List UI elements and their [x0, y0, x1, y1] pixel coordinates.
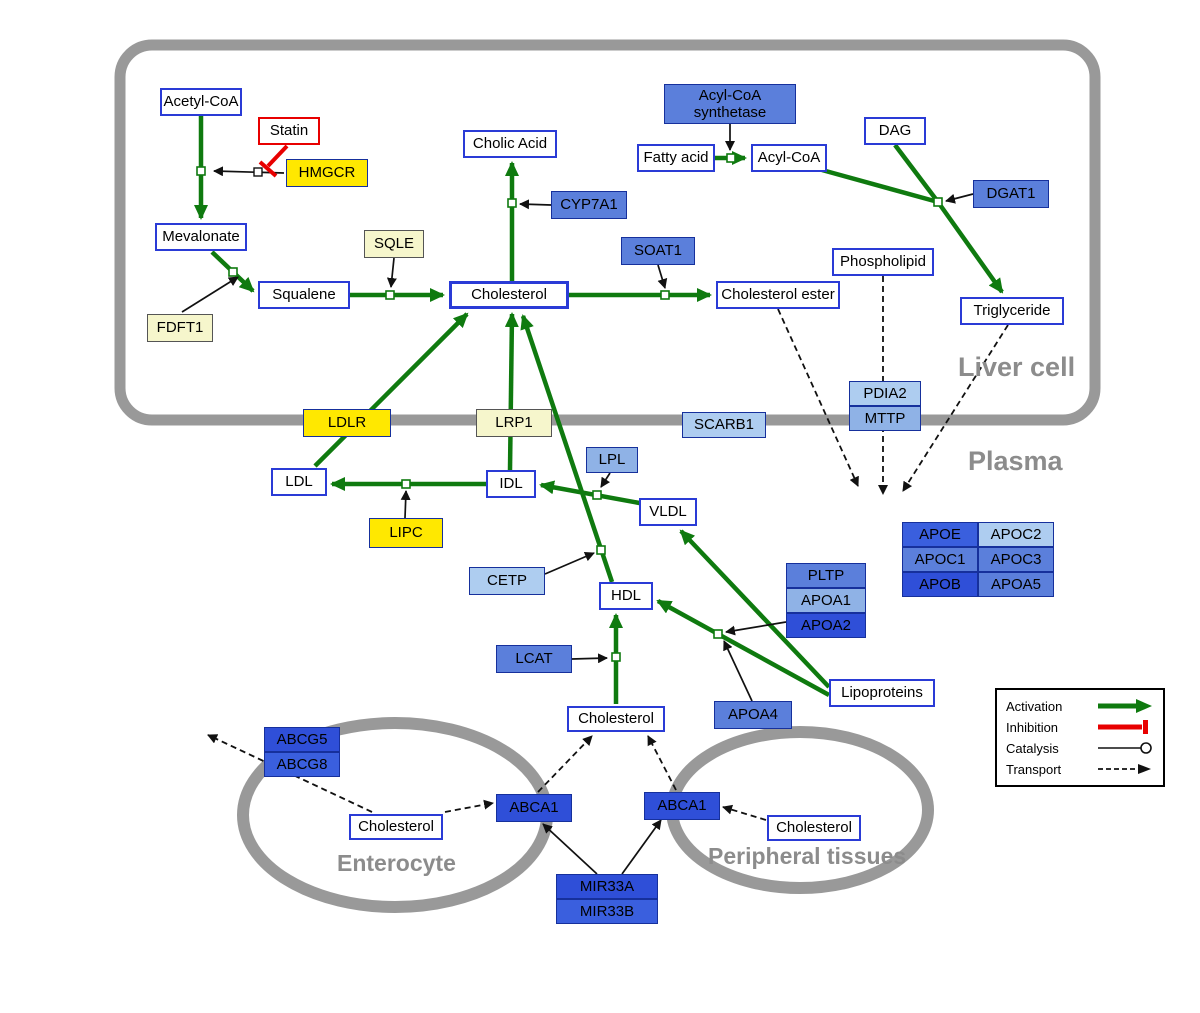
node-fdft1[interactable]: FDFT1 — [147, 314, 213, 342]
node-mir33b[interactable]: MIR33B — [556, 899, 658, 924]
legend-row-catalysis: Catalysis — [1006, 740, 1154, 756]
node-abcg8[interactable]: ABCG8 — [264, 752, 340, 777]
catalysis-anchor-node — [253, 167, 263, 177]
catalysis-circle-icon — [1098, 742, 1152, 754]
node-apoe[interactable]: APOE — [902, 522, 978, 547]
node-dgat1[interactable]: DGAT1 — [973, 180, 1049, 208]
node-statin[interactable]: Statin — [258, 117, 320, 145]
node-apoc3[interactable]: APOC3 — [978, 547, 1054, 572]
node-idl[interactable]: IDL — [486, 470, 536, 498]
node-acetyl-coa[interactable]: Acetyl-CoA — [160, 88, 242, 116]
peripheral-tissues-label: Peripheral tissues — [708, 843, 907, 869]
node-lcat[interactable]: LCAT — [496, 645, 572, 673]
node-hmgcr[interactable]: HMGCR — [286, 159, 368, 187]
node-mevalonate[interactable]: Mevalonate — [155, 223, 247, 251]
catalysis-edges — [181, 124, 974, 875]
node-cholesterol-peripheral[interactable]: Cholesterol — [767, 815, 861, 841]
node-pdia2[interactable]: PDIA2 — [849, 381, 921, 406]
node-lpl[interactable]: LPL — [586, 447, 638, 473]
liver-cell-label: Liver cell — [958, 352, 1076, 382]
transport-dashed-arrow-icon — [1098, 764, 1151, 774]
node-hdl[interactable]: HDL — [599, 582, 653, 610]
node-cholesterol-enterocyte[interactable]: Cholesterol — [349, 814, 443, 840]
node-apoa1[interactable]: APOA1 — [786, 588, 866, 613]
legend-transport-label: Transport — [1006, 761, 1062, 777]
node-lrp1[interactable]: LRP1 — [476, 409, 552, 437]
reaction-nodes — [196, 153, 943, 662]
node-cyp7a1[interactable]: CYP7A1 — [551, 191, 627, 219]
node-cholesterol-ester[interactable]: Cholesterol ester — [716, 281, 840, 309]
node-apoa5[interactable]: APOA5 — [978, 572, 1054, 597]
node-abcg5[interactable]: ABCG5 — [264, 727, 340, 752]
transport-edges — [207, 276, 1009, 821]
node-abca1-enterocyte[interactable]: ABCA1 — [496, 794, 572, 822]
plasma-label: Plasma — [968, 446, 1063, 476]
enterocyte-label: Enterocyte — [337, 850, 456, 876]
node-acyl-coa[interactable]: Acyl-CoA — [751, 144, 827, 172]
node-phospholipid[interactable]: Phospholipid — [832, 248, 934, 276]
legend: Activation Inhibition Catalysis Transpor… — [995, 688, 1165, 787]
legend-row-transport: Transport — [1006, 761, 1154, 777]
node-dag[interactable]: DAG — [864, 117, 926, 145]
node-pltp[interactable]: PLTP — [786, 563, 866, 588]
node-cholesterol-plasma[interactable]: Cholesterol — [567, 706, 665, 732]
node-soat1[interactable]: SOAT1 — [621, 237, 695, 265]
node-apoc1[interactable]: APOC1 — [902, 547, 978, 572]
node-fatty-acid[interactable]: Fatty acid — [637, 144, 715, 172]
node-lipoproteins[interactable]: Lipoproteins — [829, 679, 935, 707]
node-apob[interactable]: APOB — [902, 572, 978, 597]
legend-row-inhibition: Inhibition — [1006, 719, 1154, 735]
node-ldlr[interactable]: LDLR — [303, 409, 391, 437]
activation-arrow-icon — [1098, 699, 1152, 713]
liver-membrane — [114, 39, 1101, 426]
node-mir33a[interactable]: MIR33A — [556, 874, 658, 899]
legend-inhibition-label: Inhibition — [1006, 719, 1059, 735]
node-sqle[interactable]: SQLE — [364, 230, 424, 258]
node-cholesterol-liver[interactable]: Cholesterol — [449, 281, 569, 309]
legend-catalysis-label: Catalysis — [1006, 740, 1059, 756]
node-lipc[interactable]: LIPC — [369, 518, 443, 548]
legend-row-activation: Activation — [1006, 698, 1154, 714]
node-apoa4[interactable]: APOA4 — [714, 701, 792, 729]
node-vldl[interactable]: VLDL — [639, 498, 697, 526]
node-apoc2[interactable]: APOC2 — [978, 522, 1054, 547]
legend-activation-label: Activation — [1006, 698, 1063, 714]
node-apoa2[interactable]: APOA2 — [786, 613, 866, 638]
inhibition-edge — [258, 144, 289, 178]
node-scarb1[interactable]: SCARB1 — [682, 412, 766, 438]
node-cholic-acid[interactable]: Cholic Acid — [463, 130, 557, 158]
node-acyl-coa-synthetase[interactable]: Acyl-CoA synthetase — [664, 84, 796, 124]
node-cetp[interactable]: CETP — [469, 567, 545, 595]
node-abca1-peripheral[interactable]: ABCA1 — [644, 792, 720, 820]
node-triglyceride[interactable]: Triglyceride — [960, 297, 1064, 325]
node-mttp[interactable]: MTTP — [849, 406, 921, 431]
inhibition-tee-icon — [1098, 720, 1148, 734]
node-ldl[interactable]: LDL — [271, 468, 327, 496]
node-squalene[interactable]: Squalene — [258, 281, 350, 309]
